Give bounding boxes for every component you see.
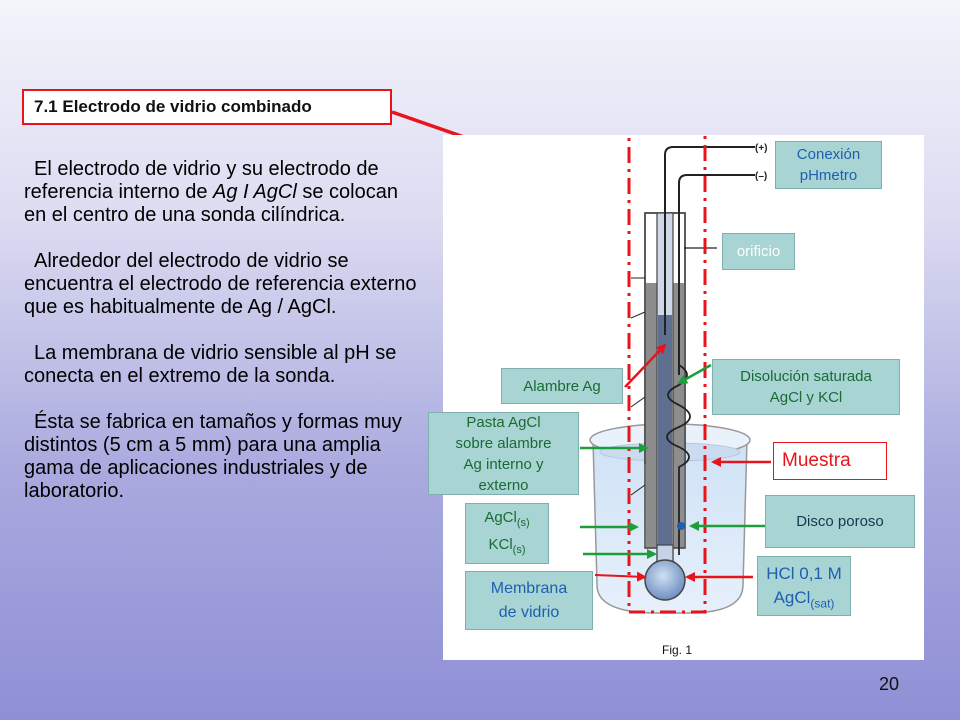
label-pasta-agcl: Pasta AgCl sobre alambre Ag interno y ex… (428, 412, 579, 495)
wire-minus (678, 174, 755, 375)
label-alambre-ag: Alambre Ag (501, 368, 623, 404)
minus-terminal: (–) (755, 171, 767, 182)
label-disco-poroso: Disco poroso (765, 495, 915, 548)
label-conexion-phmetro: Conexión pHmetro (775, 141, 882, 189)
page-number: 20 (879, 674, 900, 694)
paragraph-2: Alrededor del electrodo de vidrio se enc… (24, 250, 417, 318)
tick-4 (630, 484, 646, 496)
body-text: El electrodo de vidrio y su electrodo de… (24, 158, 424, 526)
tick-2 (630, 311, 646, 319)
label-muestra: Muestra (773, 442, 887, 480)
arrow-alambre (624, 343, 667, 388)
label-membrana-vidrio: Membrana de vidrio (465, 571, 593, 630)
arrow-disolucion (677, 363, 712, 385)
combined-electrode-frame (627, 135, 707, 614)
label-agcl-kcl: AgCl(s) KCl(s) (465, 503, 549, 564)
porous-disc (677, 522, 685, 530)
label-orificio: orificio (722, 233, 795, 270)
electrode-diagram: (+) (–) (580, 135, 771, 614)
paragraph-1: El electrodo de vidrio y su electrodo de… (24, 158, 398, 226)
plus-terminal: (+) (755, 143, 768, 154)
arrow-membrana (594, 571, 647, 582)
ag-agcl-italic: Ag I AgCl (213, 181, 297, 203)
slide-title: 7.1 Electrodo de vidrio combinado (22, 89, 392, 125)
label-hcl-agcl: HCl 0,1 M AgCl(sat) (757, 556, 851, 616)
paragraph-4: Ésta se fabrica en tamaños y formas muy … (24, 411, 402, 502)
inner-tube (656, 212, 674, 575)
tick-3 (630, 396, 646, 408)
figure-caption: Fig. 1 (662, 643, 693, 657)
label-disolucion-saturada: Disolución saturada AgCl y KCl (712, 359, 900, 415)
wire-plus (664, 146, 755, 335)
paragraph-3: La membrana de vidrio sensible al pH se … (24, 342, 397, 387)
